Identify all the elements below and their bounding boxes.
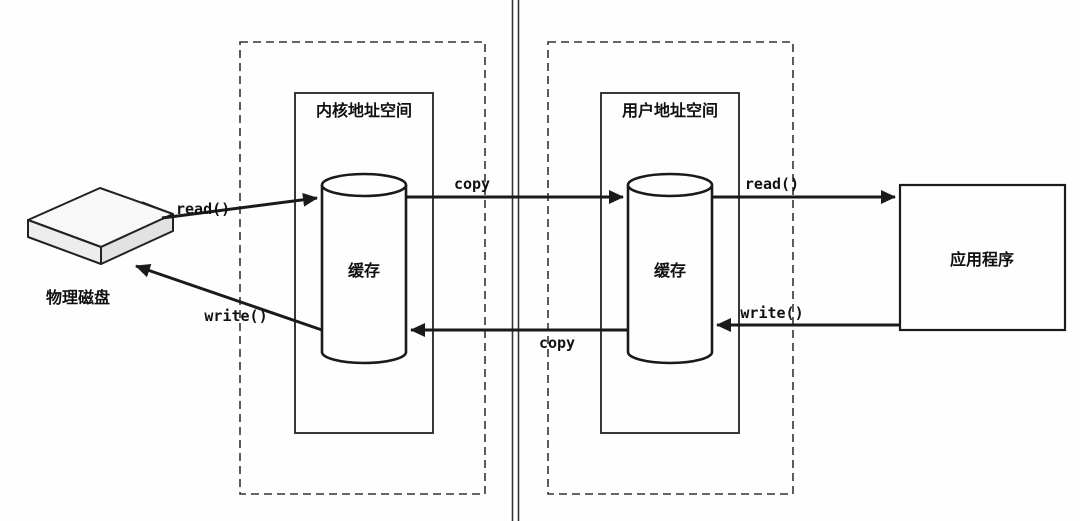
arrow-disk-to-kernel (161, 192, 318, 220)
physical-disk-shape (27, 187, 174, 265)
application-label: 应用程序 (950, 250, 1014, 269)
kernel-buffer-label: 缓存 (347, 261, 380, 280)
physical-disk-label: 物理磁盘 (46, 288, 110, 307)
label-write-app-to-user: write() (740, 304, 803, 322)
label-read-disk-to-kernel: read() (176, 200, 230, 218)
user-space-dashed-box (547, 41, 794, 495)
user-buffer-label: 缓存 (653, 261, 686, 280)
user-buffer-cylinder: 缓存 (626, 172, 714, 365)
address-space-divider (511, 0, 520, 521)
kernel-buffer-cylinder: 缓存 (320, 172, 408, 365)
label-copy-kernel-to-user: copy (454, 175, 490, 193)
label-read-user-to-app: read() (745, 175, 799, 193)
kernel-space-label: 内核地址空间 (316, 101, 412, 120)
label-write-kernel-to-disk: write() (204, 307, 267, 325)
application-box (898, 183, 1067, 332)
label-copy-user-to-kernel: copy (539, 334, 575, 352)
kernel-space-dashed-box (239, 41, 486, 495)
flow-arrows (135, 190, 900, 337)
user-space-label: 用户地址空间 (622, 101, 718, 120)
arrow-kernel-to-disk (135, 263, 323, 332)
